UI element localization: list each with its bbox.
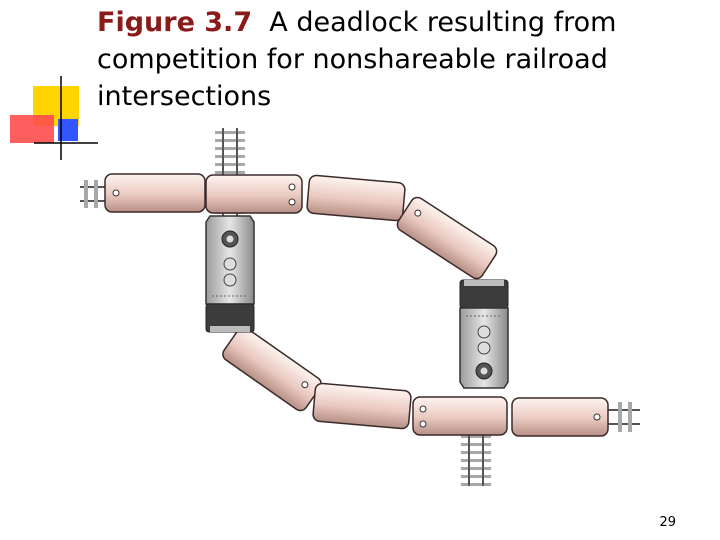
rail-car (222, 326, 322, 412)
figure-caption: A deadlock resulting from competition fo… (97, 7, 617, 112)
rail-car (205, 174, 303, 214)
rail-car (104, 173, 206, 213)
horizontal-track-right (608, 402, 640, 432)
slide-decoration (10, 76, 98, 160)
deco-blue-square (58, 119, 78, 141)
horizontal-track-left (80, 180, 108, 208)
train-top (104, 173, 498, 280)
figure-label: Figure 3.7 (97, 7, 253, 38)
page-number: 29 (659, 515, 676, 530)
deco-red-square (10, 115, 54, 143)
rail-car (306, 174, 406, 222)
locomotive-right (459, 279, 509, 389)
rail-car (511, 397, 609, 437)
rail-car (412, 396, 508, 436)
train-bottom (222, 326, 609, 437)
rail-car (312, 382, 412, 430)
slide-title: Figure 3.7 A deadlock resulting from com… (97, 4, 707, 115)
rail-car (396, 196, 498, 280)
locomotive-left (205, 215, 255, 333)
